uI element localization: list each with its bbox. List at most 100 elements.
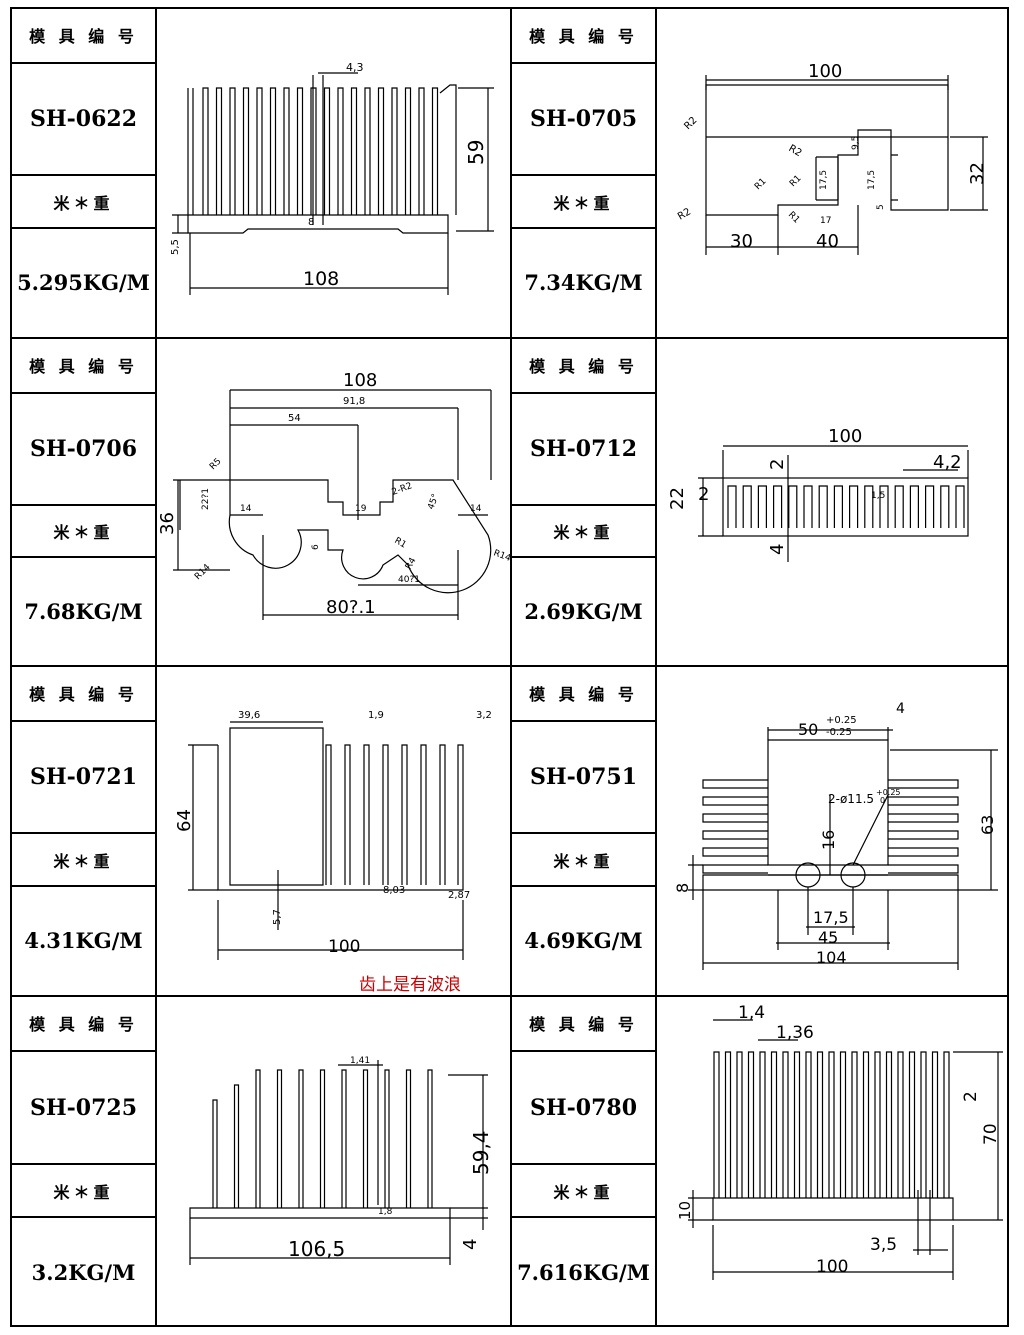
dim-text: 1,5 (871, 491, 885, 501)
fin (833, 485, 843, 528)
dim-text: 63 (978, 815, 997, 835)
fin (805, 1051, 812, 1198)
fin (269, 87, 277, 215)
outer-frame (10, 7, 1009, 1327)
mold-code: SH-0751 (529, 764, 638, 790)
dim-text: 8,03 (383, 885, 405, 896)
label-divider (510, 556, 656, 558)
dim-text: 64 (174, 809, 195, 832)
fin (724, 1051, 732, 1198)
dim-text: 2-ø11.5 (828, 792, 874, 806)
fin (742, 485, 752, 528)
dim-text: 104 (816, 948, 847, 967)
dim-text: 0 (880, 796, 885, 805)
fin (908, 1051, 916, 1198)
dim-text: 108 (303, 268, 339, 290)
fin (888, 796, 959, 806)
dim-text: 30 (730, 231, 753, 252)
fin (382, 744, 389, 885)
fin (757, 485, 767, 528)
dim-text: 16 (819, 830, 838, 850)
label-divider (10, 227, 156, 229)
dim-text: 5,7 (272, 909, 283, 925)
mold-number-label: 模 具 编 号 (529, 1015, 638, 1034)
dim-text: 4 (767, 544, 788, 555)
fin (364, 87, 371, 215)
fin (344, 744, 351, 885)
fin (879, 485, 889, 528)
dim-text: 32 (967, 162, 988, 185)
dim-text: R1 (788, 174, 804, 190)
weight-label: 米＊重 (53, 193, 114, 213)
mold-number-label: 模 具 编 号 (29, 357, 138, 376)
mold-code: SH-0780 (529, 1094, 638, 1121)
fin (897, 1051, 904, 1198)
mold-number-label: 模 具 编 号 (29, 685, 138, 704)
fin (736, 1051, 743, 1198)
fin (931, 1051, 939, 1198)
fin (427, 1069, 433, 1208)
fin (391, 87, 398, 215)
label-divider (510, 174, 656, 176)
fin (874, 1051, 881, 1198)
dim-text: R1 (753, 177, 769, 193)
weight-value: 5.295KG/M (17, 270, 150, 295)
fin (341, 1069, 347, 1208)
label-divider (10, 392, 156, 394)
weight-label: 米＊重 (53, 851, 114, 871)
dim-text: 2 (767, 459, 788, 470)
fin (839, 1051, 847, 1198)
dim-text: -0.25 (826, 727, 852, 738)
label-divider (10, 556, 156, 558)
dim-text: 17 (820, 216, 831, 226)
dim-text: 4,3 (346, 61, 364, 74)
fin (439, 744, 446, 885)
dim-text: 40 (816, 231, 839, 252)
weight-label: 米＊重 (553, 523, 614, 542)
dim-text: 40?1 (398, 575, 420, 585)
fin (255, 1069, 261, 1208)
weight-value: 7.68KG/M (24, 598, 143, 624)
fin (727, 485, 737, 528)
fin (770, 1051, 778, 1198)
dim-text: 19 (355, 504, 367, 514)
weight-label: 米＊重 (553, 193, 614, 213)
note-text: 齿上是有波浪 (359, 975, 461, 995)
mold-code: SH-0706 (29, 436, 138, 462)
column-divider (510, 7, 512, 1327)
fin (702, 847, 768, 857)
dim-text: 3,5 (870, 1235, 897, 1255)
dim-text: 59,4 (469, 1130, 493, 1175)
dim-text: 2-R2 (391, 481, 414, 498)
fin (773, 485, 783, 528)
fin (229, 87, 236, 215)
fin (405, 1069, 412, 1208)
dim-text: 100 (808, 61, 842, 82)
weight-value: 7.34KG/M (524, 270, 643, 295)
fin (337, 87, 344, 215)
fin (888, 779, 959, 789)
dim-text: 54 (288, 413, 301, 424)
drawing-sh-0721: 39,6 1,9 3,2 64 8,03 2,87 5,7 100 (158, 700, 508, 970)
dim-text: R1 (786, 210, 802, 226)
fin (325, 744, 332, 885)
label-divider (10, 885, 156, 887)
label-divider (10, 1216, 156, 1218)
label-divider (510, 832, 656, 834)
dim-text: 3,2 (476, 710, 492, 721)
fin (940, 485, 950, 528)
dim-text: 1,8 (378, 1207, 393, 1217)
mold-number-label: 模 具 编 号 (529, 27, 638, 46)
fin (803, 485, 813, 528)
fin (363, 744, 370, 885)
fin (404, 87, 412, 215)
label-divider (510, 504, 656, 506)
fin (350, 87, 358, 215)
label-divider (10, 174, 156, 176)
label-divider (10, 720, 156, 722)
fin (828, 1051, 835, 1198)
fin (212, 1099, 218, 1208)
label-divider (510, 62, 656, 64)
fin (909, 485, 919, 528)
